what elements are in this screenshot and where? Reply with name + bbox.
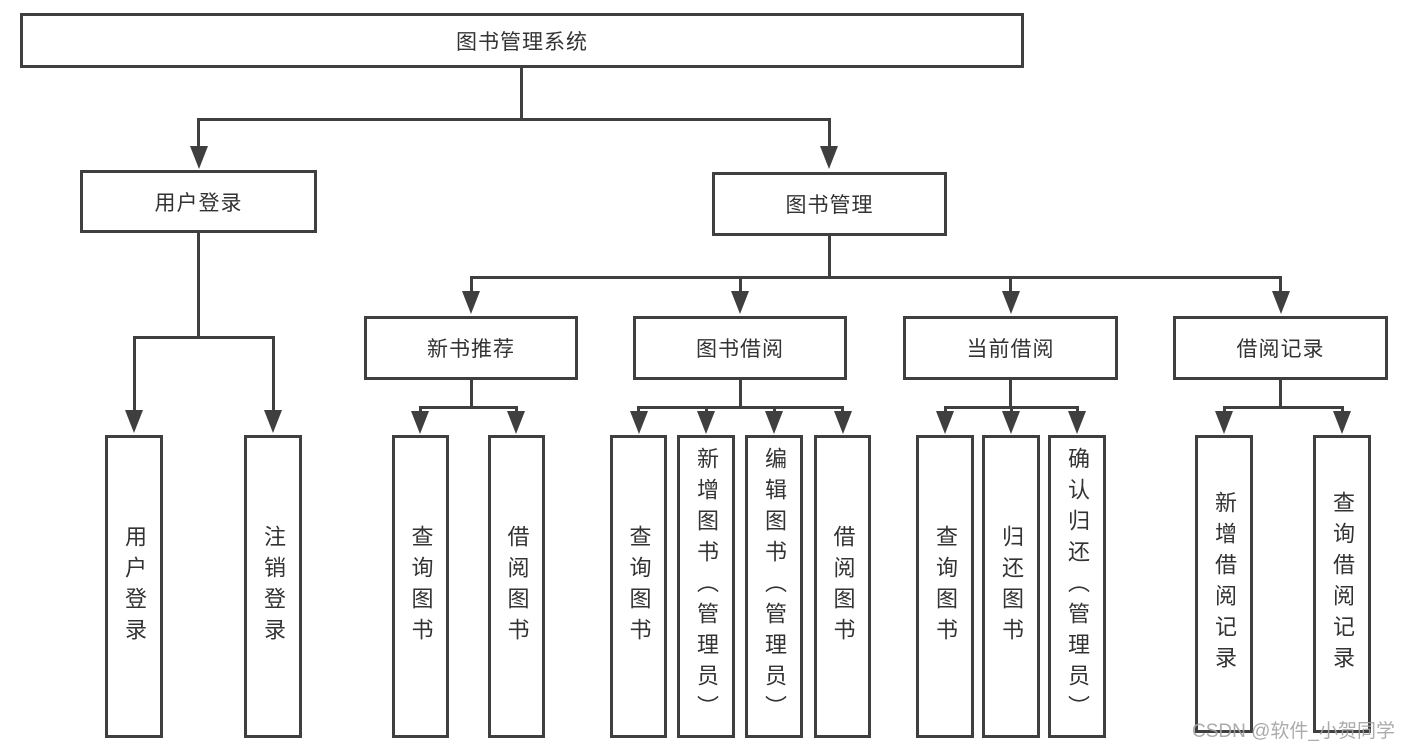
- connector-root-bar: [197, 118, 831, 121]
- connector-borrow-records-bar: [1223, 406, 1343, 409]
- arrowhead-leaf-borrow-books: [834, 411, 852, 434]
- connector-leaf-shaft: [1076, 406, 1079, 414]
- connector-user-login-bar: [133, 336, 275, 339]
- watermark: CSDN @软件_小贺同学: [1192, 721, 1395, 742]
- connector-leaf-shaft: [1010, 406, 1013, 414]
- connector-leaf-shaft: [1223, 406, 1226, 414]
- arrowhead-borrowing-records: [1272, 291, 1290, 314]
- connector-leaf-shaft: [419, 406, 422, 414]
- connector-leaf-shaft: [515, 406, 518, 414]
- leaf-label: 归还图书: [999, 524, 1024, 649]
- leaf-label: 确认归还（管理员）: [1065, 447, 1090, 726]
- connector-l3-shaft: [470, 276, 473, 293]
- leaf-confirm-return-admin: 确认归还（管理员）: [1048, 435, 1106, 738]
- leaf-user-login: 用户登录: [105, 435, 163, 738]
- arrowhead-leaf-query-record: [1333, 411, 1351, 434]
- arrowhead-leaf-add-record: [1215, 411, 1233, 434]
- leaf-borrow-books: 借阅图书: [814, 435, 871, 738]
- connector-l3-shaft: [1279, 276, 1282, 293]
- arrowhead-leaf-add-books: [697, 411, 715, 434]
- connector-root-stem: [520, 68, 523, 118]
- connector-new-books-bar: [419, 406, 518, 409]
- leaf-label: 查询图书: [933, 524, 958, 649]
- leaf-label: 新增借阅记录: [1212, 491, 1237, 677]
- node-label: 图书借阅: [696, 338, 784, 361]
- arrowhead-leaf-logout: [264, 410, 282, 433]
- leaf-query-books-borrow: 查询图书: [610, 435, 667, 738]
- connector-leaf-shaft: [272, 336, 275, 412]
- connector-leaf-shaft: [841, 406, 844, 414]
- leaf-label: 借阅图书: [504, 524, 530, 649]
- connector-leaf-shaft: [705, 406, 708, 414]
- node-label: 当前借阅: [966, 338, 1055, 361]
- arrowhead-leaf-user-login: [125, 410, 143, 433]
- arrowhead-leaf-query-books: [630, 411, 648, 434]
- node-book-management: 图书管理: [712, 172, 947, 236]
- node-new-book-recommend: 新书推荐: [364, 316, 578, 380]
- arrowhead-leaf-return-books: [1002, 411, 1020, 434]
- connector-leaf-shaft: [773, 406, 776, 414]
- arrowhead-current-borrowing: [1002, 291, 1020, 314]
- arrowhead-new-book-recommend: [462, 291, 480, 314]
- leaf-add-books-admin: 新增图书（管理员）: [677, 435, 735, 738]
- connector-user-login-shaft: [197, 118, 200, 148]
- connector-leaf-shaft: [637, 406, 640, 414]
- connector-current-borrow-stem: [1009, 380, 1012, 408]
- connector-book-mgmt-stem: [828, 236, 831, 278]
- leaf-label: 新增图书（管理员）: [694, 447, 719, 726]
- leaf-label: 用户登录: [122, 524, 147, 649]
- leaf-label: 查询借阅记录: [1330, 491, 1355, 677]
- arrowhead-leaf-edit-books: [765, 411, 783, 434]
- node-label: 新书推荐: [427, 338, 515, 361]
- arrowhead-leaf-query-books: [411, 411, 429, 434]
- leaf-label: 查询图书: [408, 524, 434, 649]
- connector-book-borrow-stem: [739, 380, 742, 408]
- connector-leaf-shaft: [1341, 406, 1344, 414]
- node-label: 图书管理: [785, 194, 874, 217]
- connector-l3-shaft: [739, 276, 742, 293]
- leaf-add-borrow-record: 新增借阅记录: [1195, 435, 1253, 733]
- leaf-query-books-new: 查询图书: [392, 435, 449, 738]
- leaf-query-borrow-record: 查询借阅记录: [1313, 435, 1371, 733]
- leaf-query-books-current: 查询图书: [916, 435, 974, 738]
- node-user-login: 用户登录: [80, 170, 317, 233]
- connector-book-mgmt-bar: [470, 276, 1281, 279]
- arrowhead-leaf-confirm-return: [1068, 411, 1086, 434]
- connector-leaf-shaft: [944, 406, 947, 414]
- node-label: 图书管理系统: [456, 30, 588, 54]
- arrowhead-book-borrowing: [731, 291, 749, 314]
- leaf-label: 注销登录: [261, 524, 286, 649]
- connector-leaf-shaft: [133, 336, 136, 412]
- node-current-borrowing: 当前借阅: [903, 316, 1118, 380]
- connector-borrow-records-stem: [1279, 380, 1282, 408]
- node-library-management-system: 图书管理系统: [20, 13, 1024, 68]
- leaf-edit-books-admin: 编辑图书（管理员）: [745, 435, 803, 738]
- connector-book-borrow-bar: [637, 406, 844, 409]
- node-label: 借阅记录: [1236, 338, 1325, 361]
- connector-user-login-stem: [197, 233, 200, 336]
- leaf-borrow-books-new: 借阅图书: [488, 435, 545, 738]
- leaf-label: 查询图书: [626, 524, 652, 649]
- leaf-logout: 注销登录: [244, 435, 302, 738]
- arrowhead-leaf-borrow-books: [507, 411, 525, 434]
- node-label: 用户登录: [154, 191, 243, 215]
- arrowhead-leaf-query-books: [936, 411, 954, 434]
- arrowhead-book-mgmt: [820, 146, 838, 169]
- connector-l3-shaft: [1009, 276, 1012, 293]
- arrowhead-user-login: [190, 146, 208, 169]
- connector-book-mgmt-shaft: [828, 118, 831, 148]
- leaf-label: 编辑图书（管理员）: [762, 447, 787, 726]
- node-book-borrowing: 图书借阅: [633, 316, 847, 380]
- leaf-label: 借阅图书: [830, 524, 856, 649]
- leaf-return-books: 归还图书: [982, 435, 1040, 738]
- node-borrowing-records: 借阅记录: [1173, 316, 1388, 380]
- connector-new-books-stem: [470, 380, 473, 408]
